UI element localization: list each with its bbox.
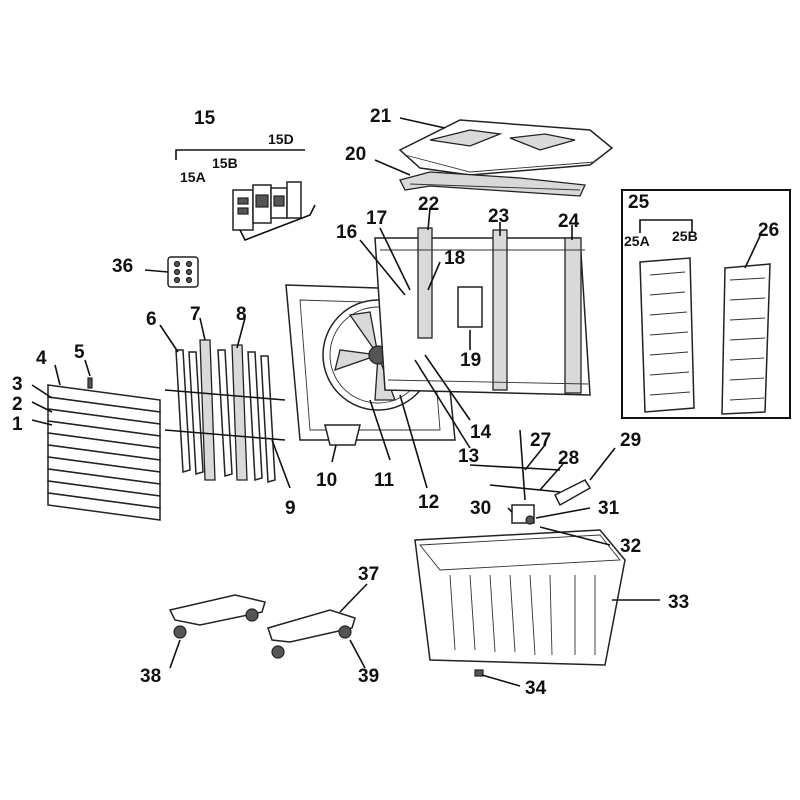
label-29: 29 [620, 430, 641, 451]
label-7: 7 [190, 304, 201, 325]
label-14: 14 [470, 422, 492, 443]
part-1-5-louver-grille [47, 377, 161, 521]
label-30: 30 [470, 498, 491, 519]
label-11: 11 [374, 470, 395, 491]
label-19: 19 [460, 350, 481, 371]
label-15d: 15D [268, 131, 294, 147]
part-34-drain-plug [474, 669, 484, 677]
part-labels: 1 2 3 4 5 6 7 8 9 10 11 12 13 14 15 15A … [12, 106, 779, 699]
label-28: 28 [558, 448, 579, 469]
part-36-button-panel [167, 256, 199, 288]
label-8: 8 [236, 304, 247, 325]
label-9: 9 [285, 498, 296, 519]
part-25-26-filter-box [621, 189, 791, 419]
label-16: 16 [336, 222, 357, 243]
label-22: 22 [418, 194, 439, 215]
label-34: 34 [525, 678, 547, 699]
label-3: 3 [12, 374, 23, 395]
label-31: 31 [598, 498, 620, 519]
label-15: 15 [194, 108, 216, 129]
part-20-top-rail [399, 171, 586, 197]
label-24: 24 [558, 211, 580, 232]
label-38: 38 [140, 666, 161, 687]
label-25: 25 [628, 192, 650, 213]
part-33-water-tank [414, 529, 626, 666]
label-13: 13 [458, 446, 479, 467]
label-10: 10 [316, 470, 337, 491]
label-17: 17 [366, 208, 387, 229]
leader-lines [31, 117, 761, 687]
label-12: 12 [418, 492, 439, 513]
label-15a: 15A [180, 169, 206, 185]
label-37: 37 [358, 564, 379, 585]
part-15-control-boards [175, 149, 316, 242]
label-21: 21 [370, 106, 392, 127]
label-20: 20 [345, 144, 366, 165]
label-2: 2 [12, 394, 23, 415]
label-5: 5 [74, 342, 85, 363]
label-33: 33 [668, 592, 689, 613]
part-27-32-pump-assembly [469, 429, 592, 525]
label-4: 4 [36, 348, 47, 369]
label-36: 36 [112, 256, 133, 277]
label-27: 27 [530, 430, 551, 451]
label-15b: 15B [212, 155, 238, 171]
label-1: 1 [12, 414, 23, 435]
label-32: 32 [620, 536, 641, 557]
label-18: 18 [444, 248, 465, 269]
label-25b: 25B [672, 228, 698, 244]
part-6-9-vertical-louvers [164, 339, 286, 483]
label-6: 6 [146, 309, 157, 330]
part-37-39-caster-bases [168, 594, 356, 659]
label-26: 26 [758, 220, 779, 241]
part-21-top-cover [398, 119, 614, 176]
label-23: 23 [488, 206, 509, 227]
label-25a: 25A [624, 233, 650, 249]
part-19-pump-box [457, 286, 483, 328]
label-39: 39 [358, 666, 379, 687]
